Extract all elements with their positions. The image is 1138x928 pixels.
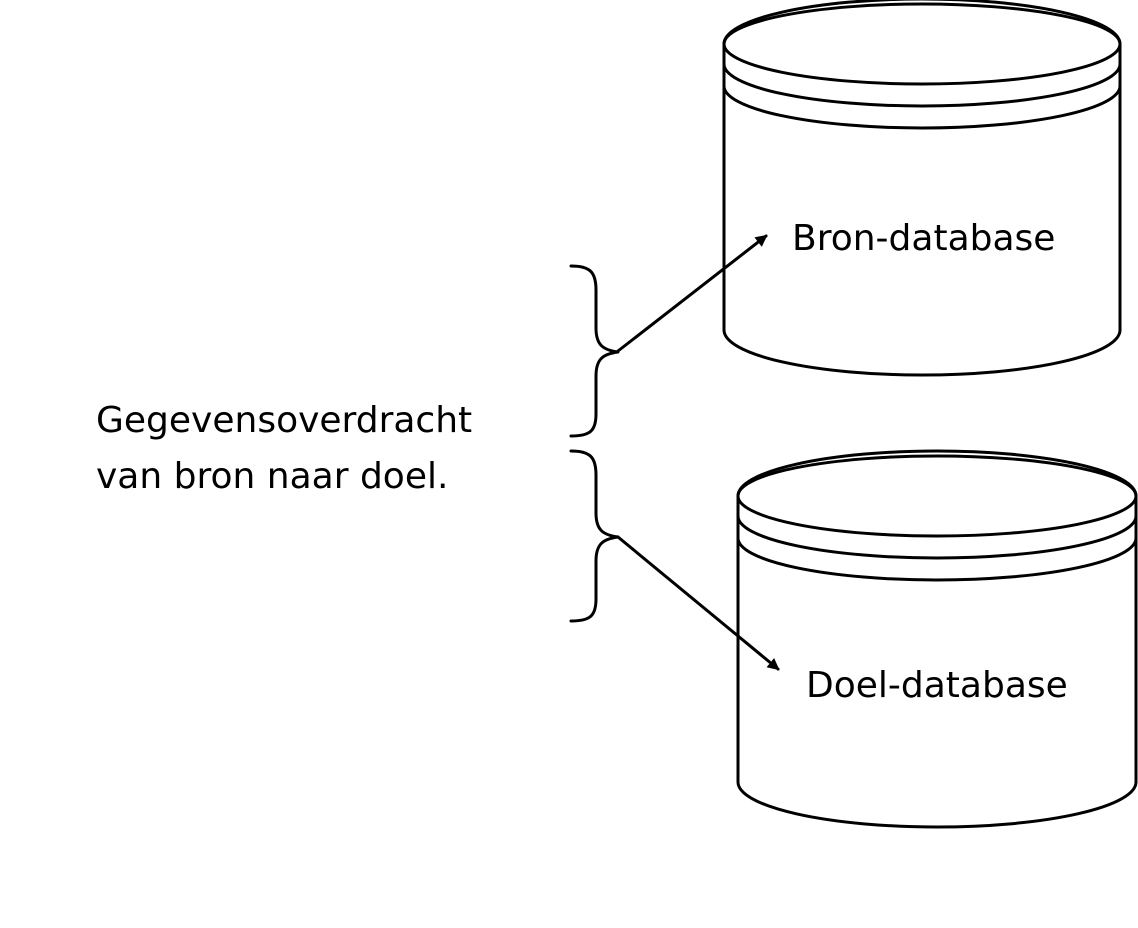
description-line-2: van bron naar doel. — [96, 456, 448, 497]
lower-brace — [569, 449, 620, 623]
source-database-label: Bron-database — [792, 218, 1055, 259]
description-line-1: Gegevensoverdracht — [96, 400, 472, 441]
target-database-cylinder — [736, 449, 1138, 829]
arrow-to-source — [616, 234, 768, 353]
source-database-cylinder — [722, 0, 1122, 377]
upper-brace — [569, 264, 620, 438]
target-database-label: Doel-database — [806, 665, 1068, 706]
arrow-to-target — [616, 535, 780, 671]
